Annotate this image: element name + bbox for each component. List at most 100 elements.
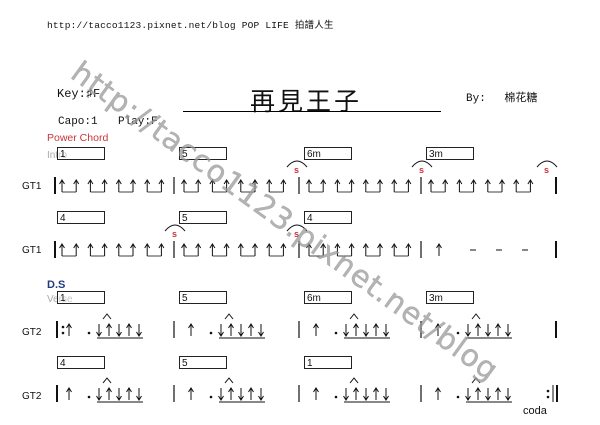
up-strum-arrowhead	[266, 179, 273, 185]
up-strum-arrowhead	[73, 179, 80, 185]
up-strum-arrowhead	[144, 243, 151, 249]
up-strum-arrowhead	[248, 387, 254, 393]
up-strum-arrowhead	[377, 179, 383, 185]
up-strum-arrowhead	[223, 179, 230, 185]
up-strum-arrowhead	[391, 243, 398, 249]
slide-mark: s	[294, 229, 299, 239]
up-strum-arrowhead	[144, 179, 151, 185]
slide-mark: s	[544, 165, 549, 175]
chord-box: 5	[179, 356, 227, 369]
up-strum-arrowhead	[405, 179, 412, 185]
dot-mark	[334, 331, 338, 335]
slide-arc	[536, 160, 558, 168]
down-strum-arrowhead	[363, 395, 369, 401]
up-strum-arrowhead	[59, 243, 65, 249]
chord-box: 4	[304, 211, 352, 224]
up-strum-arrowhead	[248, 323, 254, 329]
up-strum-arrowhead	[101, 243, 108, 249]
up-strum-arrowhead	[280, 243, 287, 249]
chord-box: 3m	[426, 291, 474, 304]
play-label: Play:F	[118, 116, 158, 128]
coda-label: coda	[523, 405, 547, 417]
down-strum-arrowhead	[363, 331, 369, 337]
up-strum-arrowhead	[252, 179, 258, 185]
up-strum-arrowhead	[405, 243, 412, 249]
up-strum-arrowhead	[223, 243, 230, 249]
up-strum-arrowhead	[181, 179, 187, 185]
down-strum-arrowhead	[136, 395, 142, 401]
up-strum-arrowhead	[436, 243, 442, 249]
repeat-dot	[61, 325, 65, 329]
repeat-dot	[546, 389, 550, 393]
up-strum-arrowhead	[158, 179, 165, 185]
dot-mark	[456, 395, 460, 399]
up-strum-arrowhead	[101, 179, 108, 185]
up-strum-arrowhead	[373, 387, 379, 393]
up-strum-arrowhead	[195, 243, 202, 249]
up-strum-arrowhead	[527, 179, 534, 185]
power-chord-label: Power Chord	[47, 132, 109, 144]
up-strum-arrowhead	[73, 243, 80, 249]
down-strum-arrowhead	[238, 331, 244, 337]
down-strum-arrowhead	[116, 395, 122, 401]
slide-arc	[286, 224, 308, 232]
up-strum-arrowhead	[348, 243, 355, 249]
up-strum-arrowhead	[334, 243, 341, 249]
up-strum-arrowhead	[362, 179, 369, 185]
up-strum-arrowhead	[228, 323, 234, 329]
down-strum-arrowhead	[116, 331, 122, 337]
up-strum-arrowhead	[456, 179, 463, 185]
chord-box: 6m	[304, 147, 352, 160]
slide-arc	[164, 224, 186, 232]
up-strum-arrowhead	[130, 243, 136, 249]
track-label-gt1: GT1	[22, 245, 42, 256]
ds-label: D.S	[47, 279, 66, 291]
up-strum-arrowhead	[66, 387, 72, 393]
up-strum-arrowhead	[353, 387, 359, 393]
up-strum-arrowhead	[499, 179, 505, 185]
slide-mark: s	[419, 165, 424, 175]
slide-arc	[411, 160, 433, 168]
down-strum-arrowhead	[465, 331, 471, 337]
title-underline	[183, 111, 441, 112]
up-strum-arrowhead	[373, 323, 379, 329]
down-strum-arrowhead	[258, 395, 264, 401]
accent-mark	[224, 313, 234, 320]
accent-mark	[349, 377, 359, 384]
up-strum-arrowhead	[66, 323, 72, 329]
up-strum-arrowhead	[87, 243, 94, 249]
up-strum-arrowhead	[266, 243, 273, 249]
down-strum-arrowhead	[96, 331, 102, 337]
up-strum-arrowhead	[252, 243, 258, 249]
track-label-gt2: GT2	[22, 327, 42, 338]
key-label: Key:♯F	[57, 87, 101, 101]
accent-mark	[471, 313, 481, 320]
down-strum-arrowhead	[218, 331, 224, 337]
up-strum-arrowhead	[320, 243, 327, 249]
up-strum-arrowhead	[188, 323, 194, 329]
down-strum-arrowhead	[258, 331, 264, 337]
accent-mark	[102, 313, 112, 320]
up-strum-arrowhead	[106, 323, 112, 329]
dot-mark	[209, 395, 213, 399]
down-strum-arrowhead	[505, 395, 511, 401]
accent-mark	[102, 377, 112, 384]
dot-mark	[209, 331, 213, 335]
up-strum-arrowhead	[126, 323, 132, 329]
slide-mark: s	[172, 229, 177, 239]
up-strum-arrowhead	[188, 387, 194, 393]
up-strum-arrowhead	[475, 387, 481, 393]
chord-box: 4	[57, 211, 105, 224]
chord-box: 6m	[304, 291, 352, 304]
up-strum-arrowhead	[495, 387, 501, 393]
composer: By: 棉花糖	[466, 89, 537, 105]
up-strum-arrowhead	[353, 323, 359, 329]
up-strum-arrowhead	[377, 243, 383, 249]
up-strum-arrowhead	[181, 243, 187, 249]
up-strum-arrowhead	[320, 179, 327, 185]
by-name: 棉花糖	[504, 93, 538, 105]
chord-box: 1	[57, 291, 105, 304]
up-strum-arrowhead	[306, 243, 312, 249]
up-strum-arrowhead	[237, 179, 244, 185]
